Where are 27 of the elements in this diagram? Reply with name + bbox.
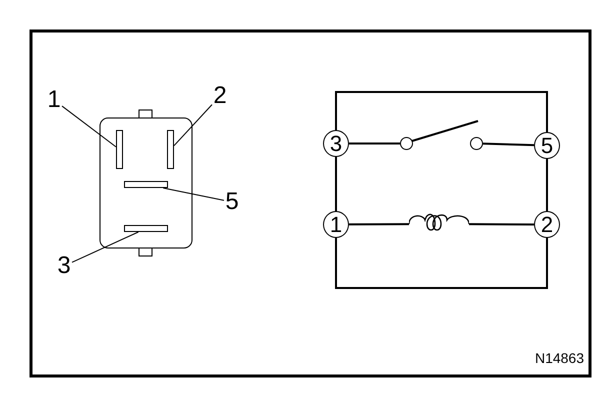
terminal-number: 5 bbox=[534, 132, 560, 159]
terminal-number: 1 bbox=[323, 211, 349, 238]
callout-number: 2 bbox=[212, 83, 228, 109]
terminal-number: 3 bbox=[323, 130, 349, 157]
wire bbox=[546, 158, 548, 212]
wire bbox=[482, 142, 534, 146]
terminal-pin bbox=[124, 225, 168, 232]
figure-code: N14863 bbox=[534, 350, 584, 366]
callout-number: 3 bbox=[56, 253, 72, 279]
terminal-number: 2 bbox=[534, 211, 560, 238]
wire bbox=[335, 91, 548, 132]
terminal-pin bbox=[116, 130, 123, 169]
leader-line bbox=[162, 188, 224, 201]
wire bbox=[349, 223, 409, 226]
wire bbox=[335, 156, 337, 212]
terminal-pin bbox=[167, 130, 174, 169]
switch-contact bbox=[470, 137, 483, 150]
callout-number: 5 bbox=[224, 189, 240, 215]
switch-contact bbox=[400, 137, 413, 150]
leader-line bbox=[72, 232, 139, 263]
wire bbox=[469, 223, 534, 226]
leader-line bbox=[174, 104, 212, 146]
wire bbox=[349, 142, 400, 144]
leader-line bbox=[62, 106, 116, 148]
wire bbox=[335, 238, 548, 289]
callout-number: 1 bbox=[46, 87, 62, 113]
terminal-pin bbox=[124, 181, 168, 188]
